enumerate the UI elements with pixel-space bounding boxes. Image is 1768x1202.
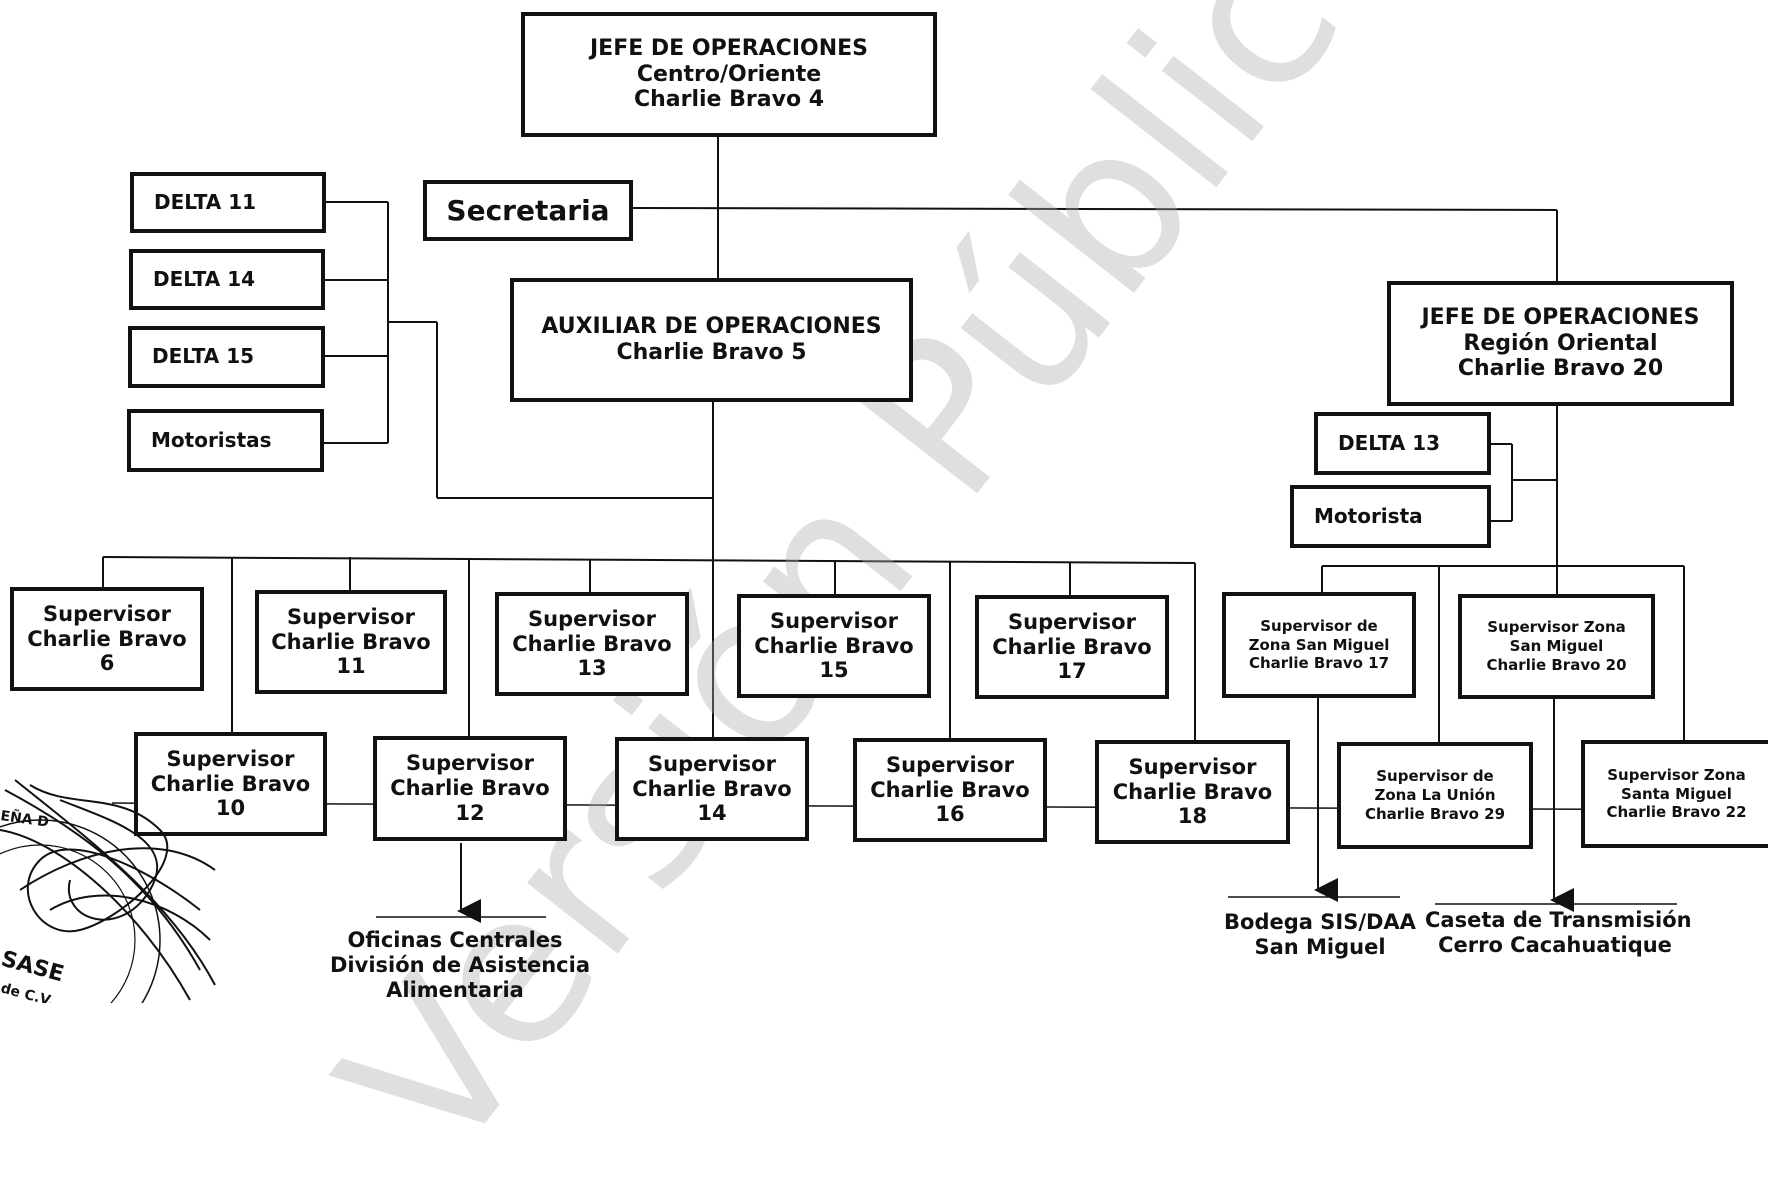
- delta-11-box: DELTA 11: [130, 172, 326, 233]
- box-line: Motoristas: [151, 427, 272, 452]
- box-line: Charlie Bravo: [271, 629, 431, 654]
- label-line: Cerro Cacahuatique: [1438, 933, 1672, 958]
- supervisor-zona-santa-miguel-cb22-box: Supervisor Zona Santa Miguel Charlie Bra…: [1581, 740, 1768, 848]
- box-line: Supervisor de: [1260, 616, 1378, 635]
- box-line: 16: [935, 802, 965, 827]
- box-line: Supervisor: [648, 751, 776, 776]
- bodega-label: Bodega SIS/DAA San Miguel: [1220, 910, 1420, 960]
- box-line: 10: [215, 796, 246, 821]
- box-line: JEFE DE OPERACIONES: [1421, 304, 1700, 330]
- delta-15-box: DELTA 15: [128, 326, 325, 388]
- box-line: Charlie Bravo: [754, 633, 914, 658]
- box-line: Supervisor: [1128, 754, 1257, 779]
- box-line: 12: [455, 800, 485, 825]
- box-line: Supervisor: [43, 601, 171, 626]
- jefe-operaciones-region-oriental-box: JEFE DE OPERACIONES Región Oriental Char…: [1387, 281, 1734, 406]
- box-line: Charlie Bravo 29: [1364, 804, 1506, 823]
- box-line: Supervisor: [287, 604, 415, 629]
- box-line: Charlie Bravo: [992, 634, 1152, 659]
- delta-13-box: DELTA 13: [1314, 412, 1491, 475]
- box-line: Charlie Bravo: [870, 777, 1030, 802]
- box-line: DELTA 14: [153, 266, 256, 291]
- stamp-text: EÑA D: [0, 807, 50, 831]
- label-line: Oficinas Centrales: [347, 928, 563, 952]
- box-line: Charlie Bravo 17: [1248, 654, 1390, 673]
- box-line: Supervisor: [1008, 609, 1136, 634]
- box-line: Región Oriental: [1463, 330, 1658, 356]
- box-line: Supervisor: [886, 752, 1014, 777]
- motorista-box: Motorista: [1290, 485, 1491, 548]
- box-line: Charlie Bravo: [390, 776, 550, 801]
- box-line: DELTA 11: [154, 189, 257, 214]
- supervisor-cb15-box: Supervisor Charlie Bravo 15: [737, 594, 931, 698]
- label-line: Alimentaria: [386, 978, 524, 1003]
- secretaria-box: Secretaria: [423, 180, 633, 241]
- supervisor-cb16-box: Supervisor Charlie Bravo 16: [853, 738, 1047, 842]
- supervisor-cb10-box: Supervisor Charlie Bravo 10: [134, 732, 327, 836]
- box-line: Supervisor: [528, 606, 656, 631]
- box-line: Charlie Bravo: [512, 631, 672, 656]
- stamp-text: SASE: [0, 947, 66, 988]
- box-line: 18: [1177, 804, 1208, 829]
- stamp-signature-graphic: EÑA D SASE de C.V.: [0, 779, 216, 1003]
- box-line: DELTA 15: [152, 344, 255, 369]
- connector-lines: [102, 136, 1768, 923]
- box-line: Supervisor Zona: [1607, 765, 1746, 784]
- box-line: Charlie Bravo: [27, 626, 187, 651]
- box-line: 6: [99, 651, 115, 676]
- box-line: Charlie Bravo 20: [1457, 356, 1664, 382]
- box-line: Charlie Bravo: [632, 776, 792, 801]
- label-line: División de Asistencia: [330, 953, 590, 978]
- label-line: Bodega SIS/DAA: [1224, 910, 1416, 934]
- supervisor-cb17-box: Supervisor Charlie Bravo 17: [975, 595, 1169, 699]
- box-line: 14: [697, 801, 727, 826]
- supervisor-zona-la-union-cb29-box: Supervisor de Zona La Unión Charlie Brav…: [1337, 742, 1533, 849]
- box-line: AUXILIAR DE OPERACIONES: [541, 314, 882, 340]
- supervisor-cb18-box: Supervisor Charlie Bravo 18: [1095, 740, 1290, 844]
- box-line: Centro/Oriente: [636, 61, 822, 87]
- box-line: Charlie Bravo 5: [616, 340, 807, 365]
- box-line: 17: [1057, 659, 1087, 684]
- box-line: Supervisor de: [1376, 767, 1494, 786]
- box-line: DELTA 13: [1338, 430, 1441, 455]
- box-line: Charlie Bravo 4: [633, 87, 825, 113]
- box-line: Zona San Miguel: [1248, 635, 1390, 654]
- supervisor-cb13-box: Supervisor Charlie Bravo 13: [495, 592, 689, 696]
- box-line: Supervisor: [770, 608, 898, 633]
- box-line: Charlie Bravo: [150, 771, 311, 796]
- supervisor-zona-san-miguel-cb20-box: Supervisor Zona San Miguel Charlie Bravo…: [1458, 594, 1655, 699]
- label-line: San Miguel: [1254, 935, 1386, 960]
- supervisor-cb6-box: Supervisor Charlie Bravo 6: [10, 587, 204, 691]
- box-line: Secretaria: [446, 193, 610, 227]
- motoristas-box: Motoristas: [127, 409, 324, 472]
- caseta-transmision-label: Caseta de Transmisión Cerro Cacahuatique: [1425, 908, 1692, 958]
- supervisor-cb11-box: Supervisor Charlie Bravo 11: [255, 590, 447, 694]
- jefe-operaciones-centro-oriente-box: JEFE DE OPERACIONES Centro/Oriente Charl…: [521, 12, 937, 137]
- box-line: 15: [819, 658, 849, 683]
- box-line: Charlie Bravo: [1112, 779, 1273, 804]
- supervisor-cb14-box: Supervisor Charlie Bravo 14: [615, 737, 809, 841]
- box-line: 13: [577, 656, 607, 681]
- delta-14-box: DELTA 14: [129, 249, 325, 310]
- box-line: Supervisor: [166, 746, 295, 771]
- box-line: Charlie Bravo 22: [1606, 803, 1747, 822]
- box-line: San Miguel: [1509, 637, 1604, 656]
- box-line: Santa Miguel: [1621, 784, 1732, 803]
- box-line: Motorista: [1314, 503, 1423, 528]
- box-line: Charlie Bravo 20: [1486, 655, 1627, 674]
- label-line: Caseta de Transmisión: [1425, 908, 1692, 932]
- oficinas-centrales-label: Oficinas Centrales División de Asistenci…: [330, 928, 590, 1004]
- box-line: Zona La Unión: [1374, 786, 1496, 805]
- box-line: Supervisor: [406, 751, 534, 776]
- box-line: Supervisor Zona: [1487, 618, 1626, 637]
- supervisor-cb12-box: Supervisor Charlie Bravo 12: [373, 736, 567, 841]
- auxiliar-operaciones-box: AUXILIAR DE OPERACIONES Charlie Bravo 5: [510, 278, 913, 402]
- box-line: 11: [336, 654, 366, 679]
- supervisor-zona-san-miguel-cb17-box: Supervisor de Zona San Miguel Charlie Br…: [1222, 592, 1416, 698]
- box-line: JEFE DE OPERACIONES: [589, 35, 869, 61]
